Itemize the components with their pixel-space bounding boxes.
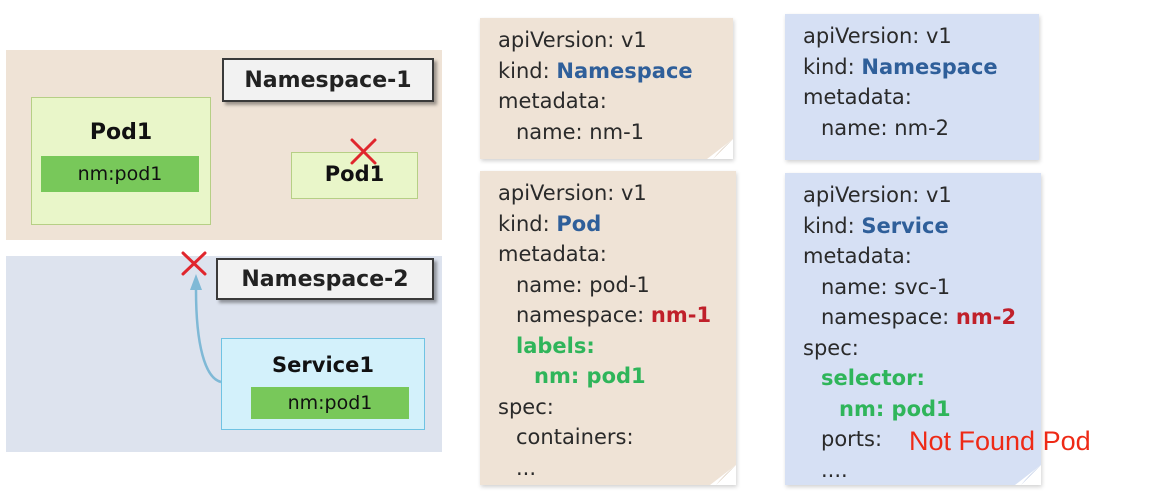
kind-value: Namespace [556, 58, 693, 83]
page-curl-icon [1015, 465, 1041, 485]
namespace-2-label: Namespace-2 [216, 258, 434, 300]
yaml-line: ports: [821, 427, 883, 451]
pod1-label-tag: nm:pod1 [41, 156, 199, 192]
yaml-line: apiVersion: v1 [803, 24, 952, 48]
yaml-line: labels: [516, 333, 595, 358]
yaml-line: name: nm-1 [516, 119, 645, 144]
yaml-line: nm: pod1 [839, 396, 951, 421]
yaml-line: name: nm-2 [821, 115, 950, 140]
yaml-line: kind: Namespace [803, 54, 998, 79]
yaml-line: selector: [821, 366, 925, 390]
yaml-line: spec: [498, 394, 554, 419]
page-curl-icon [710, 465, 736, 485]
yaml-line: apiVersion: v1 [803, 183, 952, 207]
yaml-line: metadata: [498, 242, 607, 266]
yaml-card-service: apiVersion: v1 kind: Service metadata: n… [785, 173, 1041, 485]
yaml-line: kind: Namespace [498, 58, 693, 83]
kind-value: Namespace [861, 54, 998, 79]
not-found-note: Not Found Pod [909, 426, 1091, 456]
yaml-card-namespace-1: apiVersion: v1 kind: Namespace metadata:… [480, 18, 733, 159]
yaml-line: metadata: [803, 85, 912, 109]
kind-value: Pod [556, 211, 602, 236]
yaml-line: .... [821, 457, 848, 482]
page-curl-icon [707, 139, 733, 159]
yaml-line: kind: Service [803, 213, 949, 238]
yaml-card-namespace-2: apiVersion: v1 kind: Namespace metadata:… [785, 14, 1039, 160]
yaml-card-pod: apiVersion: v1 kind: Pod metadata: name:… [480, 171, 736, 485]
yaml-line: nm: pod1 [534, 364, 646, 388]
namespace-value: nm-2 [955, 305, 1017, 329]
yaml-line: kind: Pod [498, 211, 602, 236]
pod1-ghost-box: Pod1 [291, 152, 418, 199]
pod1-box: Pod1 nm:pod1 [31, 97, 211, 225]
pod1-title: Pod1 [89, 120, 153, 145]
service1-box: Service1 nm:pod1 [221, 338, 425, 430]
yaml-line: apiVersion: v1 [498, 28, 647, 52]
yaml-line: spec: [803, 335, 859, 360]
namespace-value: nm-1 [650, 303, 712, 327]
service1-label-tag: nm:pod1 [251, 387, 409, 419]
yaml-line: containers: [516, 425, 634, 449]
namespace-1-label: Namespace-1 [222, 58, 434, 102]
kind-value: Service [861, 213, 949, 238]
yaml-line: metadata: [498, 89, 607, 113]
yaml-line: name: svc-1 [821, 274, 951, 299]
yaml-line: namespace: nm-2 [821, 305, 1017, 329]
yaml-line: ... [516, 455, 537, 480]
yaml-line: apiVersion: v1 [498, 181, 647, 205]
yaml-line: metadata: [803, 244, 912, 268]
service1-title: Service1 [272, 353, 374, 377]
pod1-ghost-title: Pod1 [324, 162, 385, 186]
yaml-line: name: pod-1 [516, 272, 650, 297]
yaml-line: namespace: nm-1 [516, 303, 712, 327]
